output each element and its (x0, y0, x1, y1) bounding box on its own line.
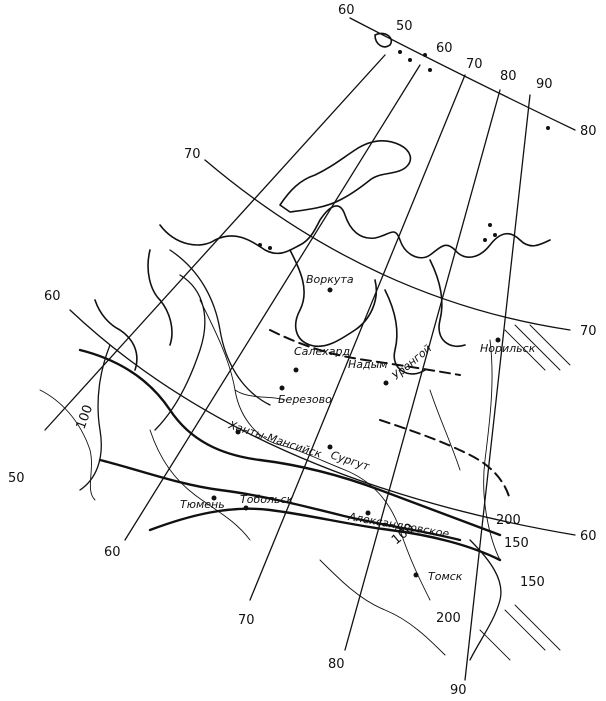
parallel-label-70-right: 70 (580, 324, 597, 339)
parallel-lines (69, 17, 576, 536)
coastline (94, 32, 551, 375)
city-label-salekhard: Салехард (294, 345, 350, 358)
meridian-label-70-bottom: 70 (238, 613, 255, 628)
city-label-tomsk: Томск (428, 570, 463, 583)
hatched-area (479, 324, 571, 661)
meridian-lines (44, 54, 531, 681)
city-label-tyumen: Тюмень (180, 498, 225, 511)
city-label-nadym: Надым (348, 358, 388, 371)
meridian-label-50-bottom: 50 (8, 471, 25, 486)
meridian-label-60-top: 60 (338, 3, 355, 18)
city-label-surgut: Сургут (329, 448, 371, 473)
meridian-label-90-bottom: 90 (450, 683, 467, 698)
meridian-label-70-top: 70 (466, 57, 483, 72)
rivers (39, 299, 501, 656)
city-markers (211, 287, 501, 578)
isoline-label-150-south: 150 (520, 575, 545, 590)
city-label-khanty-mansiysk: Ханты-Мансийск (226, 418, 324, 461)
isoline-label-100-west: 100 (74, 403, 97, 431)
island-dots (258, 50, 550, 250)
city-label-tobolsk: Тобольск (240, 493, 294, 506)
meridian-label-60b-top: 60 (436, 41, 453, 56)
parallel-label-60-left: 60 (44, 289, 61, 304)
city-label-vorkuta: Воркута (306, 273, 354, 286)
parallel-label-80: 80 (580, 124, 597, 139)
meridian-label-90-top: 90 (536, 77, 553, 92)
city-label-berezovo: Березово (278, 393, 332, 406)
meridian-label-50-top: 50 (396, 19, 413, 34)
isoline-label-150-east: 150 (504, 536, 529, 551)
isoline-label-200-east: 200 (496, 513, 521, 528)
meridian-label-60-bottom: 60 (104, 545, 121, 560)
parallel-label-70-left: 70 (184, 147, 201, 162)
parallel-label-60-right: 60 (580, 529, 597, 544)
isolines (78, 249, 511, 661)
isoline-label-200-south: 200 (436, 611, 461, 626)
meridian-label-80-bottom: 80 (328, 657, 345, 672)
city-label-norilsk: Норильск (480, 342, 536, 355)
meridian-label-80-top: 80 (500, 69, 517, 84)
